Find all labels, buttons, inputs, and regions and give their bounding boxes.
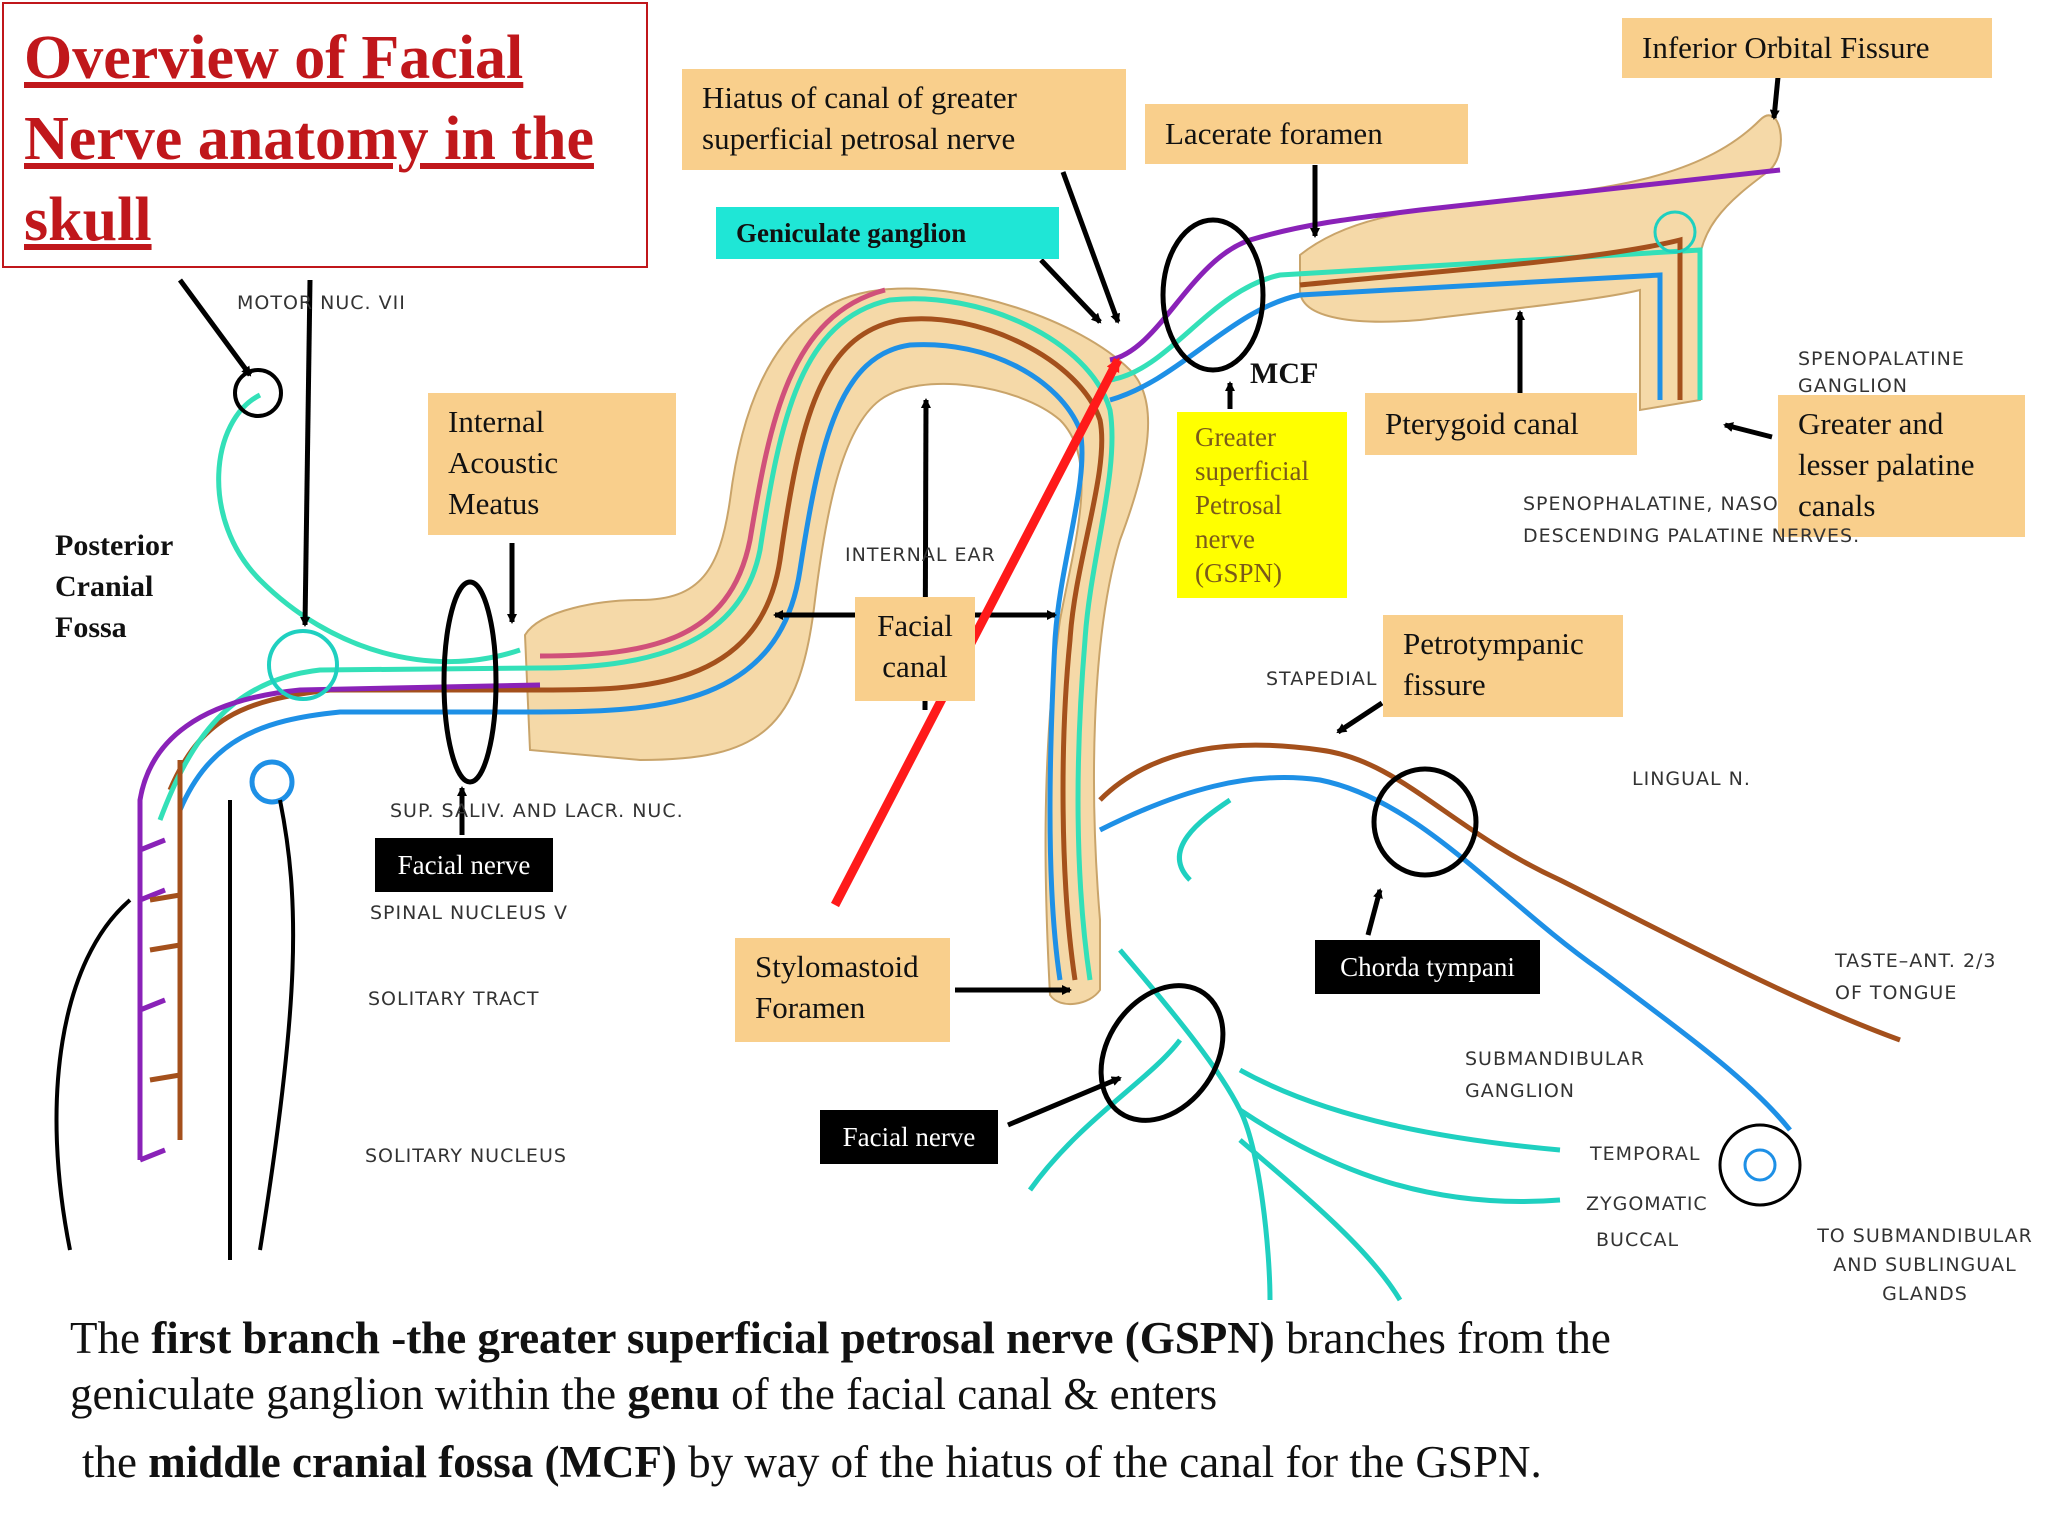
label-geniculate-ganglion: Geniculate ganglion [716, 207, 1059, 259]
motor-nucleus-icon [233, 368, 283, 418]
label-inferior-orbital-fissure: Inferior Orbital Fissure [1622, 18, 1992, 78]
label-submandibular-ganglion: SUBMANDIBULAR GANGLION [1465, 1048, 1646, 1102]
motor-path [137, 682, 541, 1160]
label-temporal: TEMPORAL [1590, 1143, 1701, 1165]
motor-loop [216, 392, 521, 665]
label-taste: TASTE–ANT. 2/3 OF TONGUE [1835, 950, 1997, 1004]
caption: The first branch -the greater superficia… [70, 1310, 2030, 1490]
brainstem-outline [54, 799, 296, 1260]
label-petrotympanic-fissure: Petrotympanic fissure [1383, 615, 1623, 717]
label-solitary-tract: SOLITARY TRACT [368, 988, 540, 1010]
nerve-bundle [157, 287, 1115, 981]
nucleus-circle-icon [267, 629, 339, 701]
label-stapedial: STAPEDIAL [1266, 668, 1378, 690]
label-to-glands: TO SUBMANDIBULAR AND SUBLINGUAL GLANDS [1817, 1225, 2033, 1305]
label-internal-ear: INTERNAL EAR [845, 544, 996, 566]
submandibular-core-icon [1743, 1148, 1777, 1182]
label-sphenopalatine-ganglion: SPENOPALATINE GANGLION [1798, 348, 1965, 397]
label-hiatus: Hiatus of canal of greater superficial p… [682, 69, 1126, 170]
caption-line-3: the middle cranial fossa (MCF) by way of… [82, 1437, 1542, 1487]
sphenopalatine-ganglion-icon [1653, 210, 1697, 254]
chorda-tympani-paths [1098, 742, 1901, 1132]
red-arrow [831, 357, 1122, 908]
label-zygomatic: ZYGOMATIC [1586, 1193, 1708, 1215]
label-lingual: LINGUAL N. [1632, 768, 1751, 790]
label-internal-acoustic-meatus: Internal Acoustic Meatus [428, 393, 676, 535]
label-solitary-nucleus: SOLITARY NUCLEUS [365, 1145, 567, 1167]
submandibular-ganglion-icon [1718, 1123, 1802, 1207]
title-box: Overview of Facial Nerve anatomy in the … [2, 2, 648, 268]
label-facial-canal: Facial canal [855, 597, 975, 701]
label-buccal: BUCCAL [1596, 1229, 1680, 1251]
label-descending-palatine: DESCENDING PALATINE NERVES. [1523, 525, 1861, 547]
label-pterygoid-canal: Pterygoid canal [1365, 393, 1637, 455]
label-palatine-canals: Greater and lesser palatine canals [1778, 395, 2025, 537]
ellipse-highlights [441, 217, 1479, 1123]
nucleus-branches [139, 760, 183, 1163]
label-facial-nerve-2: Facial nerve [820, 1110, 998, 1164]
caption-line-2: geniculate ganglion within the genu of t… [70, 1369, 1218, 1419]
label-sup-saliv: SUP. SALIV. AND LACR. NUC. [390, 800, 684, 822]
label-facial-nerve-1: Facial nerve [375, 838, 553, 892]
label-spinal-nucleus: SPINAL NUCLEUS V [370, 902, 568, 924]
label-arrows [177, 76, 1781, 1128]
label-sphenopalatine-nerves: SPENOPHALATINE, NASO [1523, 493, 1779, 515]
label-gspn: Greater superficial Petrosal nerve (GSPN… [1177, 412, 1347, 598]
label-motor-nuc: MOTOR NUC. VII [237, 292, 406, 314]
label-chorda-tympani: Chorda tympani [1315, 940, 1540, 994]
label-stylomastoid-foramen: Stylomastoid Foramen [735, 938, 950, 1042]
label-mcf: MCF [1250, 357, 1319, 390]
caption-line-1: The first branch -the greater superficia… [70, 1313, 1611, 1363]
page-title: Overview of Facial Nerve anatomy in the … [24, 24, 594, 254]
label-lacerate-foramen: Lacerate foramen [1145, 104, 1468, 164]
facial-branches [1027, 797, 1561, 1302]
label-posterior-cranial-fossa: Posterior Cranial Fossa [55, 529, 173, 644]
saliv-nucleus-icon [249, 759, 295, 805]
